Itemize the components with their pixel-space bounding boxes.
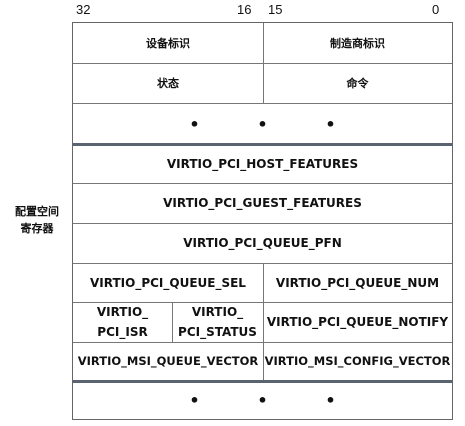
thick-row-divider [73, 143, 452, 146]
ellipsis-row-top: • • • [73, 115, 452, 134]
bit-15-label: 15 [268, 2, 283, 17]
host-features-cell: VIRTIO_PCI_HOST_FEATURES [166, 157, 359, 171]
pci-isr-cell: VIRTIO_ PCI_ISR [73, 302, 172, 342]
pci-status-cell: VIRTIO_ PCI_STATUS [172, 302, 263, 342]
pci-isr-line2: PCI_ISR [97, 325, 148, 339]
ellipsis-dot: • [189, 115, 200, 134]
queue-notify-cell: VIRTIO_PCI_QUEUE_NOTIFY [266, 315, 449, 329]
queue-num-cell: VIRTIO_PCI_QUEUE_NUM [275, 275, 440, 290]
queue-sel-cell: VIRTIO_PCI_QUEUE_SEL [90, 275, 246, 290]
row-divider [73, 183, 452, 184]
ellipsis-row-bottom: • • • [73, 391, 452, 410]
pci-status-line2: PCI_STATUS [178, 325, 257, 339]
msi-config-vector-cell: VIRTIO_MSI_CONFIG_VECTOR [264, 354, 451, 368]
column-divider [263, 23, 264, 103]
register-layout-diagram: 设备标识 制造商标识 状态 命令 • • • VIRTIO_PCI_HOST_F… [72, 22, 453, 420]
device-id-cell: 设备标识 [146, 37, 190, 50]
column-divider [263, 263, 264, 380]
side-label-line2: 寄存器 [20, 222, 54, 235]
pci-status-line1: VIRTIO_ [191, 305, 244, 319]
column-divider [172, 302, 173, 342]
row-divider [73, 223, 452, 224]
bit-0-label: 0 [432, 2, 440, 17]
command-cell: 命令 [346, 77, 369, 90]
row-divider [73, 302, 452, 303]
msi-queue-vector-cell: VIRTIO_MSI_QUEUE_VECTOR [77, 354, 259, 368]
side-label-line1: 配置空间 [15, 205, 59, 218]
row-divider [73, 263, 452, 264]
thick-row-divider [73, 380, 452, 383]
row-divider [73, 342, 452, 343]
ellipsis-dot: • [257, 391, 268, 410]
vendor-id-cell: 制造商标识 [330, 37, 385, 50]
row-divider [73, 63, 452, 64]
ellipsis-dot: • [189, 391, 200, 410]
ellipsis-dot: • [325, 115, 336, 134]
guest-features-cell: VIRTIO_PCI_GUEST_FEATURES [163, 196, 362, 210]
bit-32-label: 32 [76, 2, 91, 17]
ellipsis-dot: • [325, 391, 336, 410]
ellipsis-dot: • [257, 115, 268, 134]
queue-pfn-cell: VIRTIO_PCI_QUEUE_PFN [183, 236, 342, 250]
config-space-registers-label: 配置空间 寄存器 [2, 203, 72, 237]
status-cell: 状态 [157, 77, 179, 90]
row-divider [73, 103, 452, 104]
bit-16-label: 16 [237, 2, 252, 17]
pci-isr-line1: VIRTIO_ [96, 305, 149, 319]
